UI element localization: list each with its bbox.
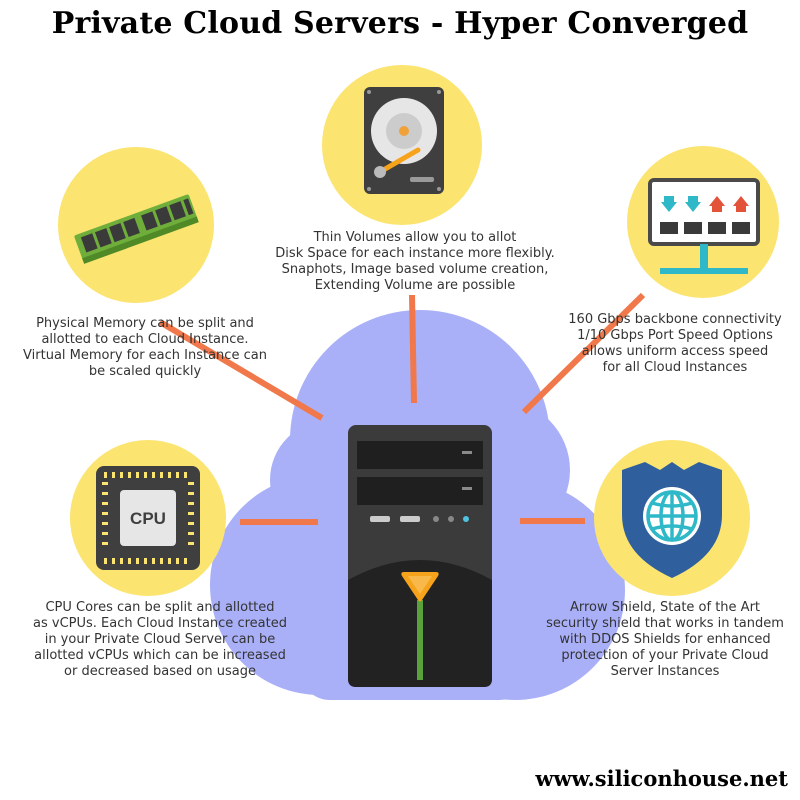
connector-network: [521, 292, 646, 415]
hard-drive-icon: [364, 87, 444, 194]
ram-module-icon: [74, 194, 199, 264]
connectors: [158, 292, 646, 525]
shield-globe-icon: [622, 462, 722, 578]
disk-description: Thin Volumes allow you to allot Disk Spa…: [275, 230, 555, 293]
page-title: Private Cloud Servers - Hyper Converged: [51, 6, 749, 41]
shield-description: Arrow Shield, State of the Art security …: [546, 600, 784, 679]
cpu-chip-icon: CPU: [96, 466, 200, 570]
connector-disk: [409, 294, 417, 404]
website-link[interactable]: www.siliconhouse.net: [535, 766, 788, 791]
cpu-description: CPU Cores can be split and allotted as v…: [33, 600, 287, 679]
connector-memory: [158, 319, 324, 421]
cpu-chip-label: CPU: [130, 509, 166, 528]
memory-description: Physical Memory can be split and allotte…: [23, 316, 267, 379]
server-tower-icon: [348, 425, 492, 687]
network-switch-icon: [648, 178, 760, 274]
network-description: 160 Gbps backbone connectivity 1/10 Gbps…: [568, 312, 782, 375]
